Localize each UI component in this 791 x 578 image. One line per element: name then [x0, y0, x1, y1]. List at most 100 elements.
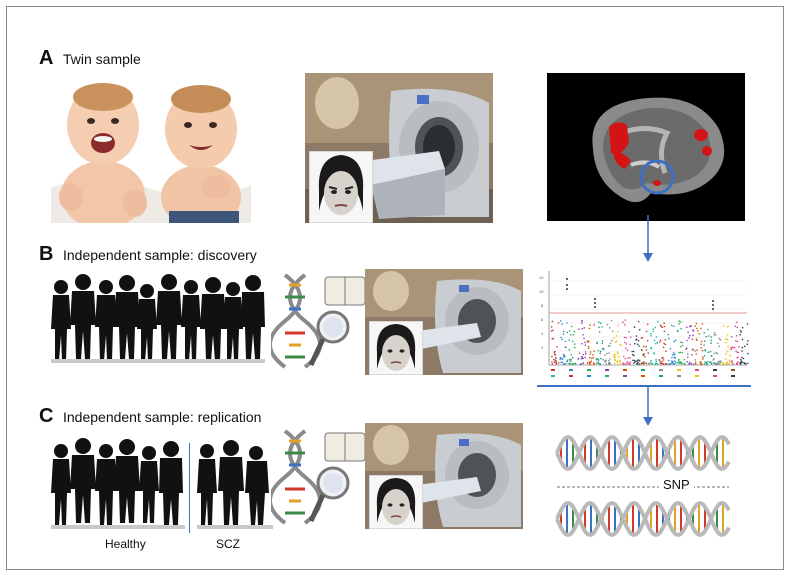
manhattan-point	[605, 359, 607, 362]
manhattan-point	[740, 360, 743, 363]
mri-scanner-photo	[305, 73, 493, 223]
manhattan-point	[655, 360, 658, 363]
manhattan-point	[616, 331, 619, 333]
snp-label: SNP	[659, 477, 694, 492]
manhattan-point	[718, 345, 720, 348]
manhattan-point	[556, 346, 558, 348]
manhattan-point	[655, 358, 657, 361]
manhattan-point	[622, 355, 625, 358]
manhattan-point	[613, 337, 615, 339]
manhattan-point	[632, 359, 634, 362]
svg-text:8: 8	[541, 303, 544, 308]
manhattan-point	[565, 346, 567, 349]
manhattan-point	[629, 361, 632, 364]
manhattan-point	[564, 340, 567, 343]
manhattan-point	[636, 363, 639, 365]
manhattan-peak-point	[566, 288, 568, 290]
manhattan-point	[629, 356, 631, 359]
manhattan-point	[725, 341, 727, 344]
manhattan-point	[622, 363, 624, 365]
manhattan-point	[635, 360, 638, 362]
manhattan-point	[592, 356, 595, 359]
manhattan-point	[618, 356, 620, 358]
manhattan-point	[669, 347, 672, 350]
panel-a-letter: A	[39, 47, 54, 69]
manhattan-point	[624, 319, 627, 321]
manhattan-point	[673, 340, 675, 343]
manhattan-point	[595, 358, 598, 361]
manhattan-point	[694, 350, 696, 352]
manhattan-point	[557, 362, 560, 364]
manhattan-point	[589, 361, 591, 363]
manhattan-point	[730, 336, 733, 338]
manhattan-point	[688, 337, 690, 339]
manhattan-point	[734, 325, 737, 327]
manhattan-point	[557, 322, 560, 324]
manhattan-point	[702, 356, 704, 358]
manhattan-point	[713, 352, 715, 355]
manhattan-point	[712, 359, 714, 361]
manhattan-point	[644, 355, 646, 358]
manhattan-point	[598, 326, 600, 328]
manhattan-point	[657, 320, 659, 323]
manhattan-point	[657, 363, 659, 365]
chromosome-legend-swatch	[731, 375, 735, 377]
manhattan-point	[742, 361, 744, 364]
manhattan-point	[703, 340, 706, 342]
genotyping-dna-icon	[271, 429, 366, 525]
manhattan-point	[713, 362, 715, 364]
manhattan-point	[619, 363, 621, 365]
manhattan-point	[681, 344, 684, 347]
manhattan-point	[664, 338, 667, 341]
manhattan-point	[727, 345, 729, 347]
manhattan-point	[569, 360, 572, 362]
manhattan-point	[595, 362, 598, 365]
manhattan-point	[663, 330, 666, 333]
manhattan-point	[668, 337, 670, 340]
manhattan-point	[573, 330, 576, 333]
manhattan-point	[730, 348, 733, 350]
manhattan-point	[725, 353, 727, 355]
manhattan-point	[717, 361, 719, 363]
manhattan-point	[570, 354, 572, 356]
manhattan-point	[691, 354, 693, 356]
manhattan-point	[665, 350, 667, 352]
manhattan-point	[675, 362, 677, 364]
manhattan-point	[570, 358, 572, 361]
panel-b-letter: B	[39, 243, 54, 265]
manhattan-point	[625, 336, 627, 339]
manhattan-point	[655, 342, 657, 345]
manhattan-point	[566, 360, 568, 363]
manhattan-point	[550, 330, 553, 332]
manhattan-point	[701, 323, 704, 325]
manhattan-point	[636, 343, 639, 346]
manhattan-point	[635, 338, 638, 340]
manhattan-peak-point	[594, 298, 596, 300]
manhattan-point	[620, 344, 622, 347]
manhattan-point	[561, 338, 563, 341]
manhattan-point	[688, 361, 691, 364]
manhattan-point	[662, 363, 665, 365]
manhattan-point	[741, 326, 744, 329]
manhattan-point	[736, 326, 738, 329]
manhattan-point	[674, 339, 677, 341]
helix-backbone	[555, 501, 731, 537]
manhattan-point	[741, 350, 743, 352]
manhattan-point	[737, 356, 739, 359]
chromosome-legend-swatch	[659, 375, 663, 377]
chromosome-legend-swatch	[551, 375, 555, 377]
manhattan-point	[740, 362, 742, 364]
manhattan-point	[551, 363, 554, 365]
manhattan-point	[680, 345, 682, 348]
chromosome-legend-swatch	[641, 375, 645, 377]
chromosome-legend-swatch	[623, 375, 627, 377]
manhattan-point	[609, 362, 611, 365]
snp-dna-strands	[555, 435, 731, 537]
manhattan-point	[551, 320, 554, 323]
manhattan-point	[559, 320, 562, 322]
manhattan-point	[671, 360, 673, 362]
manhattan-point	[622, 321, 624, 323]
manhattan-point	[570, 325, 573, 328]
manhattan-point	[687, 331, 689, 333]
manhattan-point	[601, 342, 604, 345]
